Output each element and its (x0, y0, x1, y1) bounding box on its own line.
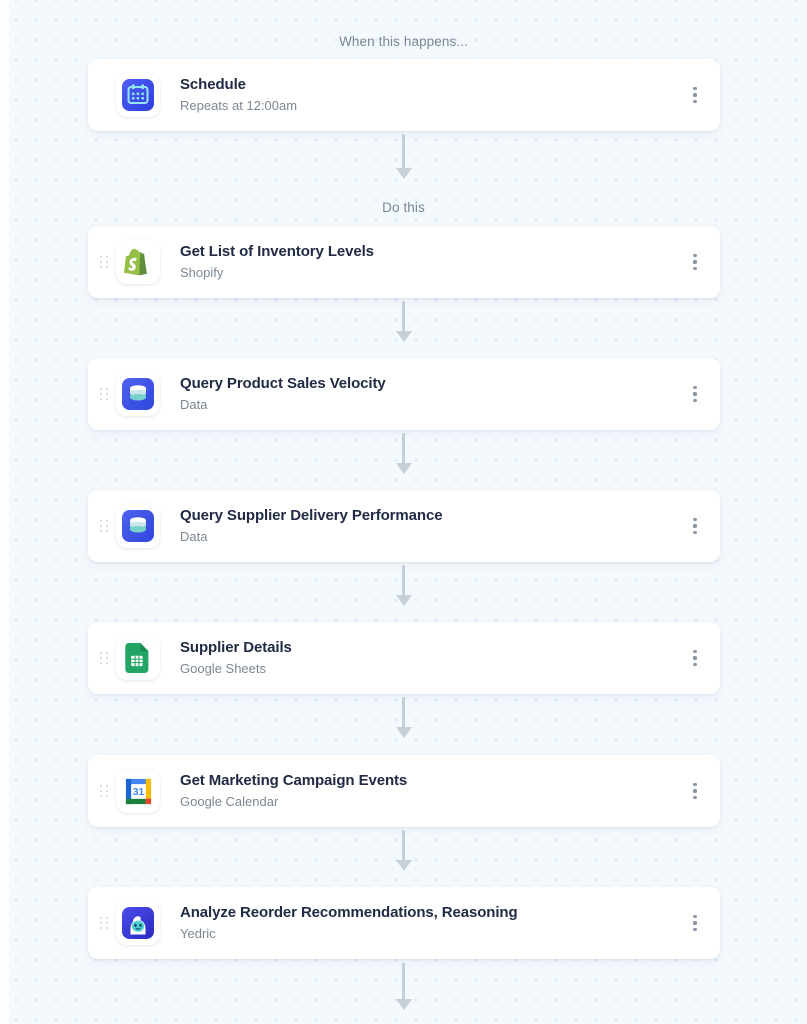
card-subtitle: Data (180, 396, 208, 412)
action-section-label: Do this (382, 200, 425, 215)
flow-arrow (0, 134, 807, 179)
workflow-card-step-3[interactable]: Query Supplier Delivery Performance Data (88, 490, 720, 562)
drag-handle-icon[interactable] (94, 387, 114, 401)
card-text: Query Product Sales Velocity Data (180, 375, 674, 413)
database-icon (116, 372, 160, 416)
drag-handle-icon[interactable] (94, 784, 114, 798)
calendar-schedule-icon (116, 73, 160, 117)
shopify-icon (116, 240, 160, 284)
card-menu-icon[interactable] (674, 517, 720, 535)
card-subtitle: Data (180, 528, 208, 544)
workflow-card-step-4[interactable]: Supplier Details Google Sheets (88, 622, 720, 694)
canvas-left-edge (0, 0, 9, 1024)
google-calendar-icon: 31 (116, 769, 160, 813)
flow-arrow (0, 301, 807, 342)
drag-handle-icon[interactable] (94, 916, 114, 930)
flow-arrow (0, 697, 807, 738)
flow-arrow (0, 830, 807, 871)
google-sheets-icon (116, 636, 160, 680)
flow-arrow (0, 433, 807, 474)
flow-arrow (0, 963, 807, 1010)
drag-handle-icon[interactable] (94, 255, 114, 269)
svg-text:31: 31 (132, 786, 144, 797)
card-menu-icon[interactable] (674, 86, 720, 104)
yedric-icon (116, 901, 160, 945)
card-text: Get List of Inventory Levels Shopify (180, 243, 674, 281)
workflow-card-trigger[interactable]: Schedule Repeats at 12:00am (88, 59, 720, 131)
card-title: Supplier Details (180, 638, 292, 656)
card-title: Query Supplier Delivery Performance (180, 506, 443, 524)
card-title: Query Product Sales Velocity (180, 374, 386, 392)
card-menu-icon[interactable] (674, 385, 720, 403)
card-subtitle: Shopify (180, 264, 224, 280)
card-menu-icon[interactable] (674, 914, 720, 932)
flow-arrow (0, 565, 807, 606)
card-menu-icon[interactable] (674, 782, 720, 800)
workflow-card-step-1[interactable]: Get List of Inventory Levels Shopify (88, 226, 720, 298)
card-subtitle: Repeats at 12:00am (180, 97, 298, 113)
trigger-section-label: When this happens... (339, 34, 468, 49)
card-text: Schedule Repeats at 12:00am (180, 76, 674, 114)
workflow-card-step-2[interactable]: Query Product Sales Velocity Data (88, 358, 720, 430)
card-text: Query Supplier Delivery Performance Data (180, 507, 674, 545)
card-text: Get Marketing Campaign Events Google Cal… (180, 772, 674, 810)
card-menu-icon[interactable] (674, 253, 720, 271)
workflow-card-step-5[interactable]: 31 Get Marketing Campaign Events Google … (88, 755, 720, 827)
card-menu-icon[interactable] (674, 649, 720, 667)
drag-handle-icon[interactable] (94, 651, 114, 665)
card-title: Analyze Reorder Recommendations, Reasoni… (180, 903, 518, 921)
card-subtitle: Google Sheets (180, 660, 267, 676)
card-title: Get List of Inventory Levels (180, 242, 374, 260)
workflow-card-step-6[interactable]: Analyze Reorder Recommendations, Reasoni… (88, 887, 720, 959)
card-text: Analyze Reorder Recommendations, Reasoni… (180, 904, 674, 942)
card-subtitle: Yedric (180, 925, 216, 941)
database-icon (116, 504, 160, 548)
card-title: Get Marketing Campaign Events (180, 771, 408, 789)
drag-handle-icon[interactable] (94, 519, 114, 533)
card-text: Supplier Details Google Sheets (180, 639, 674, 677)
card-subtitle: Google Calendar (180, 793, 279, 809)
card-title: Schedule (180, 75, 246, 93)
